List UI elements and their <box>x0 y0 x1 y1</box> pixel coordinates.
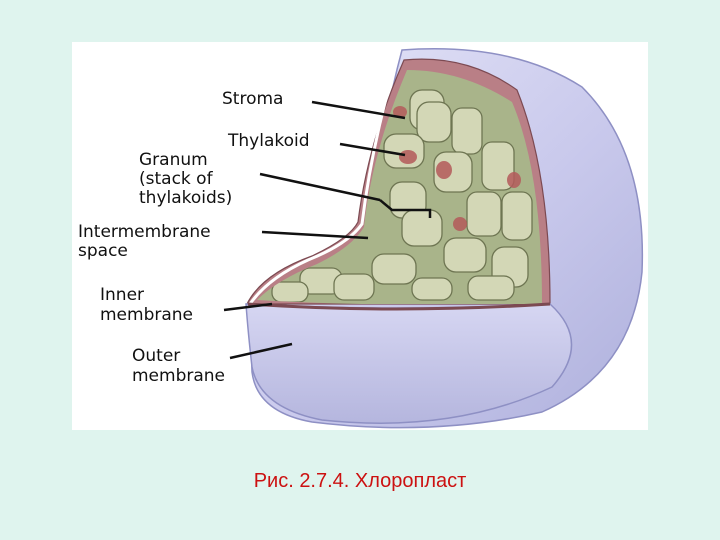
leader-lines <box>223 100 432 360</box>
thylakoid-grana <box>271 89 533 303</box>
intermembrane-line <box>248 55 400 305</box>
label-outer-line2: membrane <box>132 366 226 386</box>
label-inner-line2: membrane <box>100 305 194 325</box>
stroma-spots <box>393 106 521 231</box>
label-outer-line1: Outer <box>132 346 181 366</box>
label-inner-line1: Inner <box>100 285 145 305</box>
label-intermembrane-line2: space <box>78 241 128 261</box>
label-granum-line3: thylakoids) <box>139 188 233 208</box>
chloroplast-illustration <box>223 48 644 429</box>
figure-panel: Stroma Thylakoid Granum (stack of thylak… <box>72 42 648 430</box>
label-granum-line2: (stack of <box>139 169 213 189</box>
label-intermembrane-line1: Intermembrane <box>78 222 211 242</box>
label-thylakoid: Thylakoid <box>228 131 310 151</box>
label-granum-line1: Granum <box>139 150 208 170</box>
figure-caption: Рис. 2.7.4. Хлоропласт <box>253 470 467 492</box>
inner-membrane-rim <box>247 302 551 311</box>
label-stroma: Stroma <box>222 89 284 109</box>
